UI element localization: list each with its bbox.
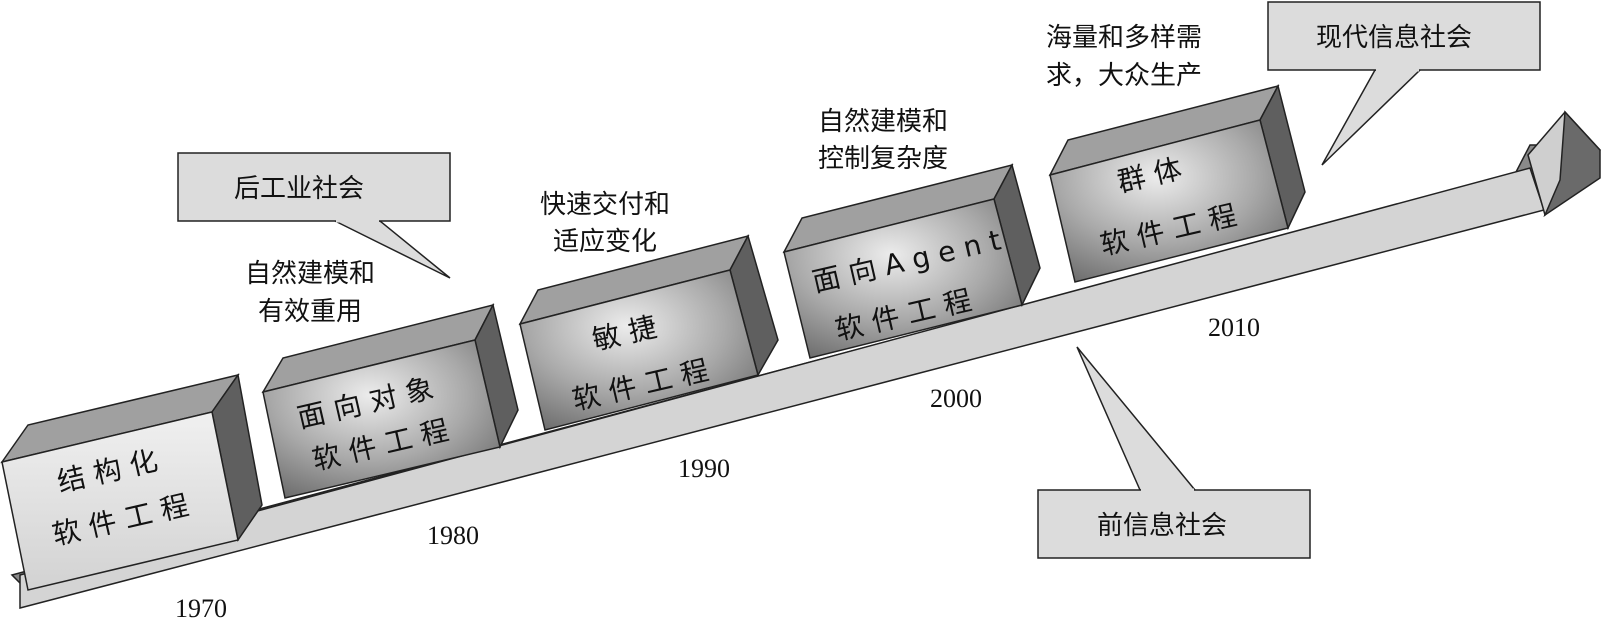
callout-label: 前信息社会 <box>1097 511 1227 541</box>
stage-box-crowd: 群 体 软 件 工 程 <box>1048 83 1306 283</box>
driver-note: 海量和多样需 <box>1046 23 1202 53</box>
driver-note: 自然建模和 <box>818 107 948 137</box>
callout-label: 现代信息社会 <box>1316 23 1472 53</box>
box-front-face <box>519 269 759 431</box>
box-front-face <box>783 198 1023 359</box>
year-label: 1980 <box>427 521 479 550</box>
driver-note: 快速交付和 <box>540 190 670 220</box>
driver-note: 适应变化 <box>553 227 657 257</box>
year-label: 1990 <box>678 454 730 483</box>
driver-notes: 自然建模和 有效重用 快速交付和 适应变化 自然建模和 控制复杂度 海量和多样需… <box>245 23 1202 327</box>
callout-box <box>1037 489 1311 559</box>
year-label: 1970 <box>175 594 227 623</box>
stage-box-agent: 面 向 A g e n t 软 件 工 程 <box>782 162 1041 359</box>
year-labels: 1970 1980 1990 2000 2010 <box>175 313 1260 623</box>
year-label: 2010 <box>1208 313 1260 342</box>
arrow-head-side <box>1543 110 1601 218</box>
callout-box <box>177 152 451 222</box>
driver-note: 控制复杂度 <box>818 144 948 174</box>
box-front-face <box>262 339 501 499</box>
stage-box-object-oriented: 面 向 对 象 软 件 工 程 <box>261 302 519 499</box>
callout-box <box>1267 1 1541 71</box>
driver-note: 有效重用 <box>258 297 362 327</box>
arrow-front-face <box>19 167 1545 609</box>
box-front-face <box>1 411 239 591</box>
callout-pointer <box>1321 69 1422 166</box>
year-label: 2000 <box>930 384 982 413</box>
driver-note: 自然建模和 <box>245 259 375 289</box>
stage-boxes: 结 构 化 软 件 工 程 面 向 对 象 软 件 工 程 敏 捷 软 件 工 … <box>0 83 1306 591</box>
callout-post-industrial: 后工业社会 <box>177 152 451 279</box>
callout-pointer <box>1076 346 1197 491</box>
callout-modern-information: 现代信息社会 <box>1267 1 1541 166</box>
box-front-face <box>1049 119 1289 283</box>
callout-pre-information: 前信息社会 <box>1037 346 1311 559</box>
stage-box-structured: 结 构 化 软 件 工 程 <box>0 373 263 591</box>
driver-note: 求，大众生产 <box>1046 61 1202 91</box>
timeline-arrow <box>10 110 1602 609</box>
callout-label: 后工业社会 <box>234 174 364 204</box>
